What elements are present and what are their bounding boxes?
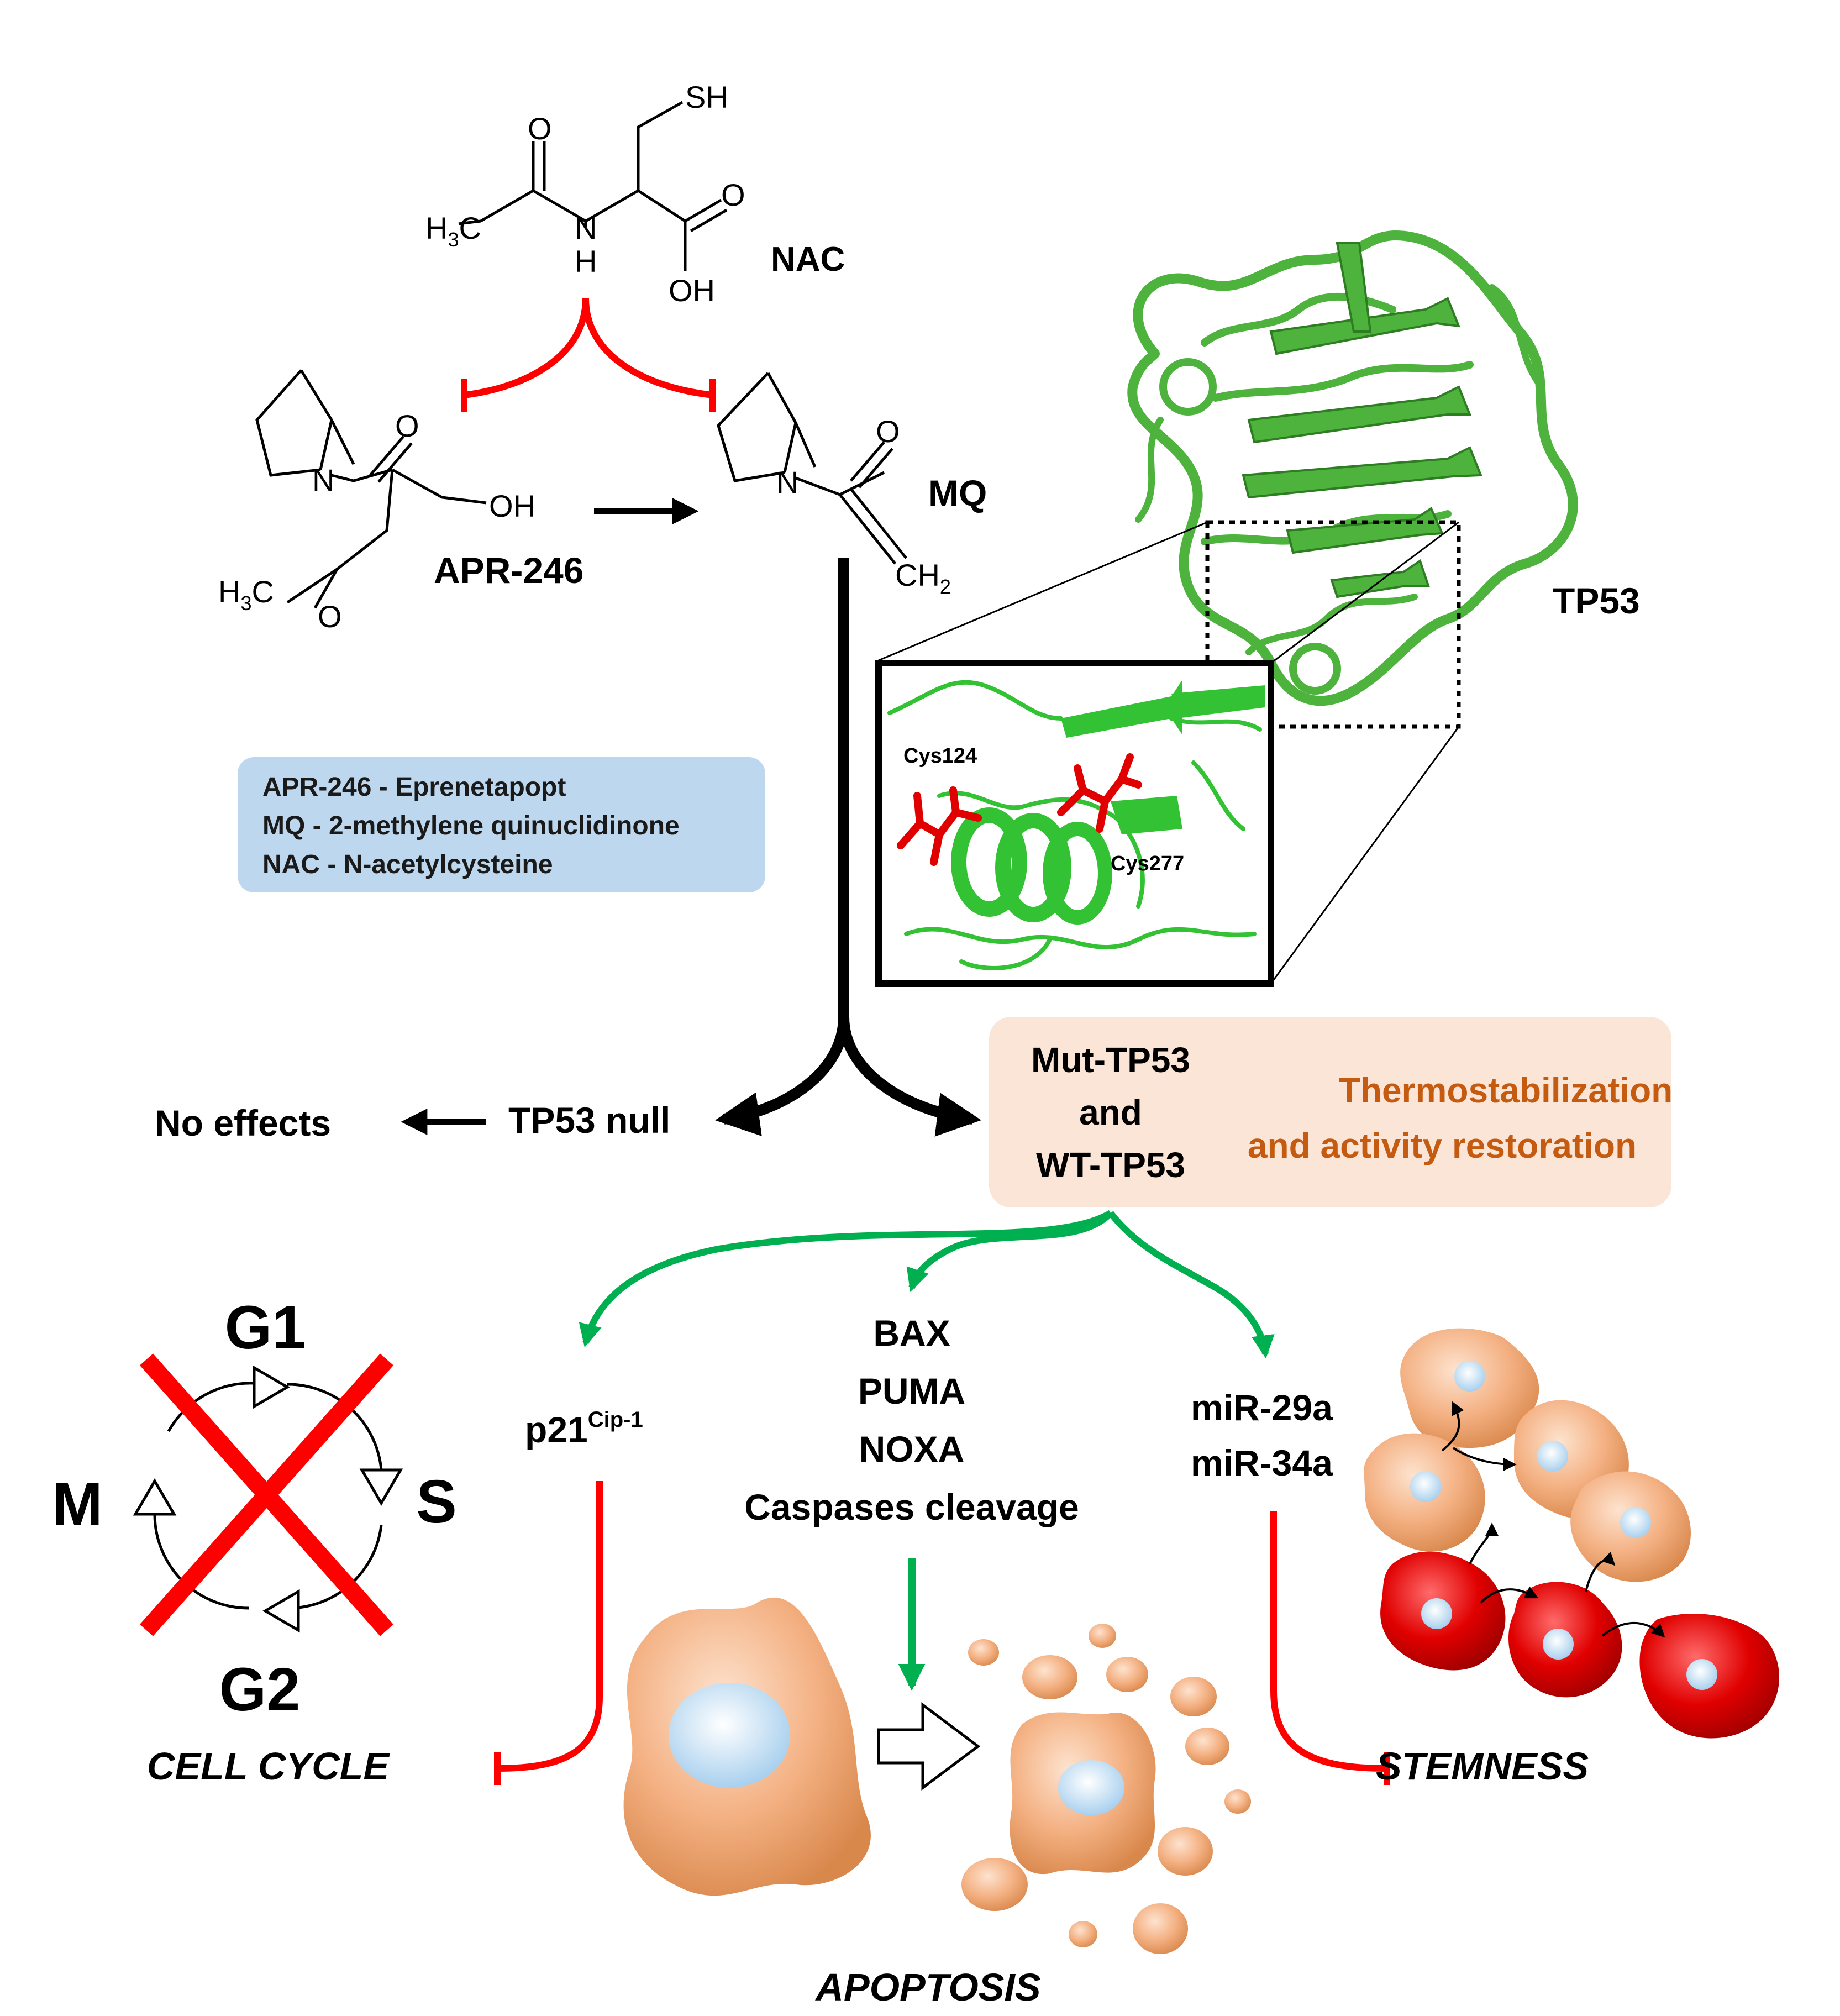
gene-bax: BAX: [873, 1313, 950, 1353]
apr246-atoms: N O OH H3C O: [218, 408, 535, 634]
nac-h-label: H: [575, 244, 597, 279]
cysteine-inset: Cys124 Cys277: [875, 660, 1274, 987]
restore-line-1: Thermostabilization: [1339, 1070, 1673, 1110]
branch-to-null: [715, 1016, 849, 1136]
cc-arrowhead-s: [359, 1468, 403, 1506]
mir-34a-label: miR-34a: [1191, 1442, 1333, 1483]
cys277-label: Cys277: [1111, 852, 1184, 875]
mq-molecule: [717, 372, 907, 565]
phase-s: S: [416, 1468, 456, 1536]
tp53-beta-sheets: [1242, 242, 1482, 599]
mut-line-3: WT-TP53: [1036, 1145, 1185, 1185]
mut-line-1: Mut-TP53: [1031, 1040, 1190, 1080]
nac-inhibition-fork: [461, 298, 716, 412]
apr246-name: APR-246: [434, 550, 583, 591]
mq-atoms: N O CH2: [776, 414, 951, 598]
mq-o-label: O: [876, 414, 900, 449]
apoptotic-bodies: [961, 1624, 1251, 1954]
restore-line-2: and activity restoration: [1248, 1126, 1637, 1166]
apr-h3c-label: H3C: [218, 574, 274, 615]
gene-puma: PUMA: [858, 1371, 965, 1411]
zoom-region: [1205, 520, 1461, 729]
mq-n-label: N: [776, 465, 798, 500]
legend-line-nac: NAC - N-acetylcysteine: [262, 850, 553, 879]
cell-cycle-label: CELL CYCLE: [147, 1745, 390, 1788]
stemness-label: STEMNESS: [1376, 1745, 1589, 1788]
cc-arrowhead-g1: [253, 1365, 290, 1409]
cys277-residue: [1057, 753, 1142, 833]
nac-h3c-label: H3C: [425, 211, 481, 251]
healthy-cell-nucleus: [669, 1683, 790, 1788]
cc-cross-line-2: [140, 1353, 393, 1636]
zoom-line-right: [1270, 521, 1459, 664]
p21-label: p21Cip-1: [525, 1408, 643, 1450]
apr246-molecule: [255, 369, 487, 609]
nac-molecule: [458, 101, 728, 271]
legend-line-mq: MQ - 2-methylene quinuclidinone: [262, 811, 680, 841]
cc-arc-m-g1: [167, 1382, 266, 1432]
abbreviation-legend: APR-246 - Eprenetapopt MQ - 2-methylene …: [238, 757, 765, 893]
nac-name: NAC: [771, 240, 845, 279]
inset-beta-arrow: [1061, 680, 1182, 738]
tp53-label: TP53: [1553, 580, 1640, 621]
cc-arrowhead-g2: [262, 1589, 300, 1633]
apoptotic-cell-nucleus: [1058, 1760, 1124, 1815]
apr-oh-label: OH: [489, 489, 535, 523]
cell-cycle-diagram: G1 S G2 M CELL CYCLE: [52, 1294, 457, 1788]
inset-beta-strand-top: [1171, 685, 1265, 718]
transition-arrow: [877, 1702, 981, 1791]
phase-g1: G1: [225, 1294, 306, 1362]
gene-caspases: Caspases cleavage: [744, 1487, 1079, 1527]
apr-n-label: N: [312, 463, 334, 497]
zoom-line-bottom: [1270, 726, 1460, 984]
mir-29a-label: miR-29a: [1191, 1387, 1333, 1428]
nac-o-label: O: [528, 111, 552, 146]
apoptosis-genes: BAX PUMA NOXA Caspases cleavage: [744, 1313, 1079, 1527]
cc-arrowhead-m: [133, 1478, 177, 1516]
tp53-null-label: TP53 null: [508, 1100, 670, 1141]
nac-n-label: N: [575, 211, 597, 245]
inset-beta-strand-mid: [1111, 796, 1182, 834]
mut-wt-tp53-box: Mut-TP53 and WT-TP53 Thermostabilization…: [989, 1017, 1673, 1208]
p21-inhibits-cellcycle: [494, 1481, 603, 1785]
green-activation-arrows: [579, 1210, 1275, 1359]
nac-atoms: SH O O N H OH H3C: [425, 80, 745, 308]
nac-o2-label: O: [721, 177, 745, 212]
mut-box-bg: [989, 1017, 1671, 1208]
nac-oh-label: OH: [669, 273, 715, 308]
legend-line-apr: APR-246 - Eprenetapopt: [262, 773, 566, 802]
mq-name: MQ: [928, 473, 987, 513]
stemness-illustration: STEMNESS: [1364, 1328, 1779, 1788]
no-effects-label: No effects: [155, 1102, 331, 1143]
mir-inhibits-stemness: [1270, 1511, 1390, 1785]
mq-ch2-label: CH2: [895, 558, 951, 598]
cys124-label: Cys124: [903, 744, 977, 768]
apr-o-label: O: [395, 408, 419, 443]
phase-g2: G2: [219, 1656, 301, 1724]
apr-ether-o-label: O: [318, 599, 342, 634]
mut-line-2: and: [1079, 1093, 1142, 1132]
apoptosis-label: APOPTOSIS: [814, 1966, 1040, 2009]
legend-box: [238, 757, 765, 893]
nac-sh-label: SH: [685, 80, 728, 114]
zoom-line-top: [878, 521, 1208, 662]
gene-noxa: NOXA: [859, 1429, 965, 1469]
apoptosis-illustration: APOPTOSIS: [623, 1597, 1251, 2009]
branch-to-mut: [838, 1016, 981, 1137]
phase-m: M: [52, 1471, 103, 1539]
cys124-residue: [897, 786, 982, 866]
